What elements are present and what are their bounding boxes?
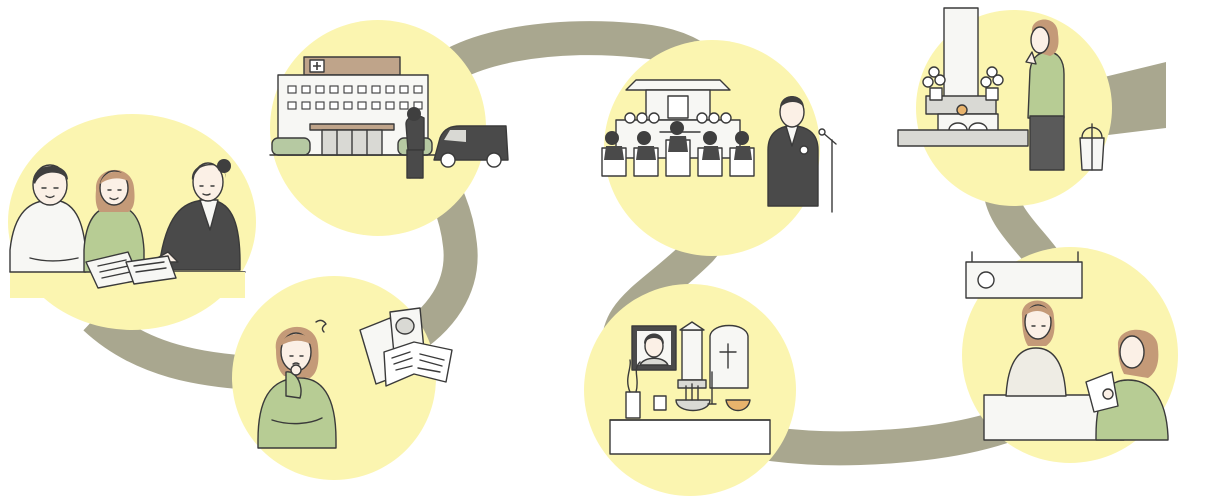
documents-icon xyxy=(85,251,177,289)
microphone-icon xyxy=(818,128,837,213)
man-icon xyxy=(9,164,87,273)
scene-consultation xyxy=(9,159,246,298)
service-sign-icon xyxy=(965,251,1083,299)
bowing-staff-icon xyxy=(405,107,425,179)
thinking-woman-icon xyxy=(257,319,337,449)
scene-grave-visit xyxy=(897,7,1105,171)
mourners-icon xyxy=(601,121,755,177)
hearse-van-icon xyxy=(433,125,509,168)
praying-woman-icon xyxy=(1025,19,1065,171)
flowers-icon xyxy=(922,66,1004,101)
scene-hospital xyxy=(269,56,509,179)
brochure-icon xyxy=(359,307,453,387)
scene-funeral-ceremony xyxy=(601,79,837,213)
water-bucket-icon xyxy=(1079,123,1105,171)
scene-thinking xyxy=(257,307,453,449)
speaker-icon xyxy=(767,96,819,207)
altar-table xyxy=(609,419,771,455)
memorial-tablet-icon xyxy=(677,321,707,389)
staff-icon xyxy=(149,159,241,271)
clerk-icon xyxy=(1005,300,1067,397)
scene-home-altar xyxy=(609,321,771,455)
circle-home-altar xyxy=(584,284,796,496)
incense-burner-icon xyxy=(625,359,751,419)
flow-arrow-head-icon xyxy=(1100,62,1166,136)
scene-counter-procedure xyxy=(965,251,1169,441)
applicant-icon xyxy=(1085,329,1169,441)
gravestone-icon xyxy=(897,7,1029,147)
urn-box-icon xyxy=(709,324,749,389)
